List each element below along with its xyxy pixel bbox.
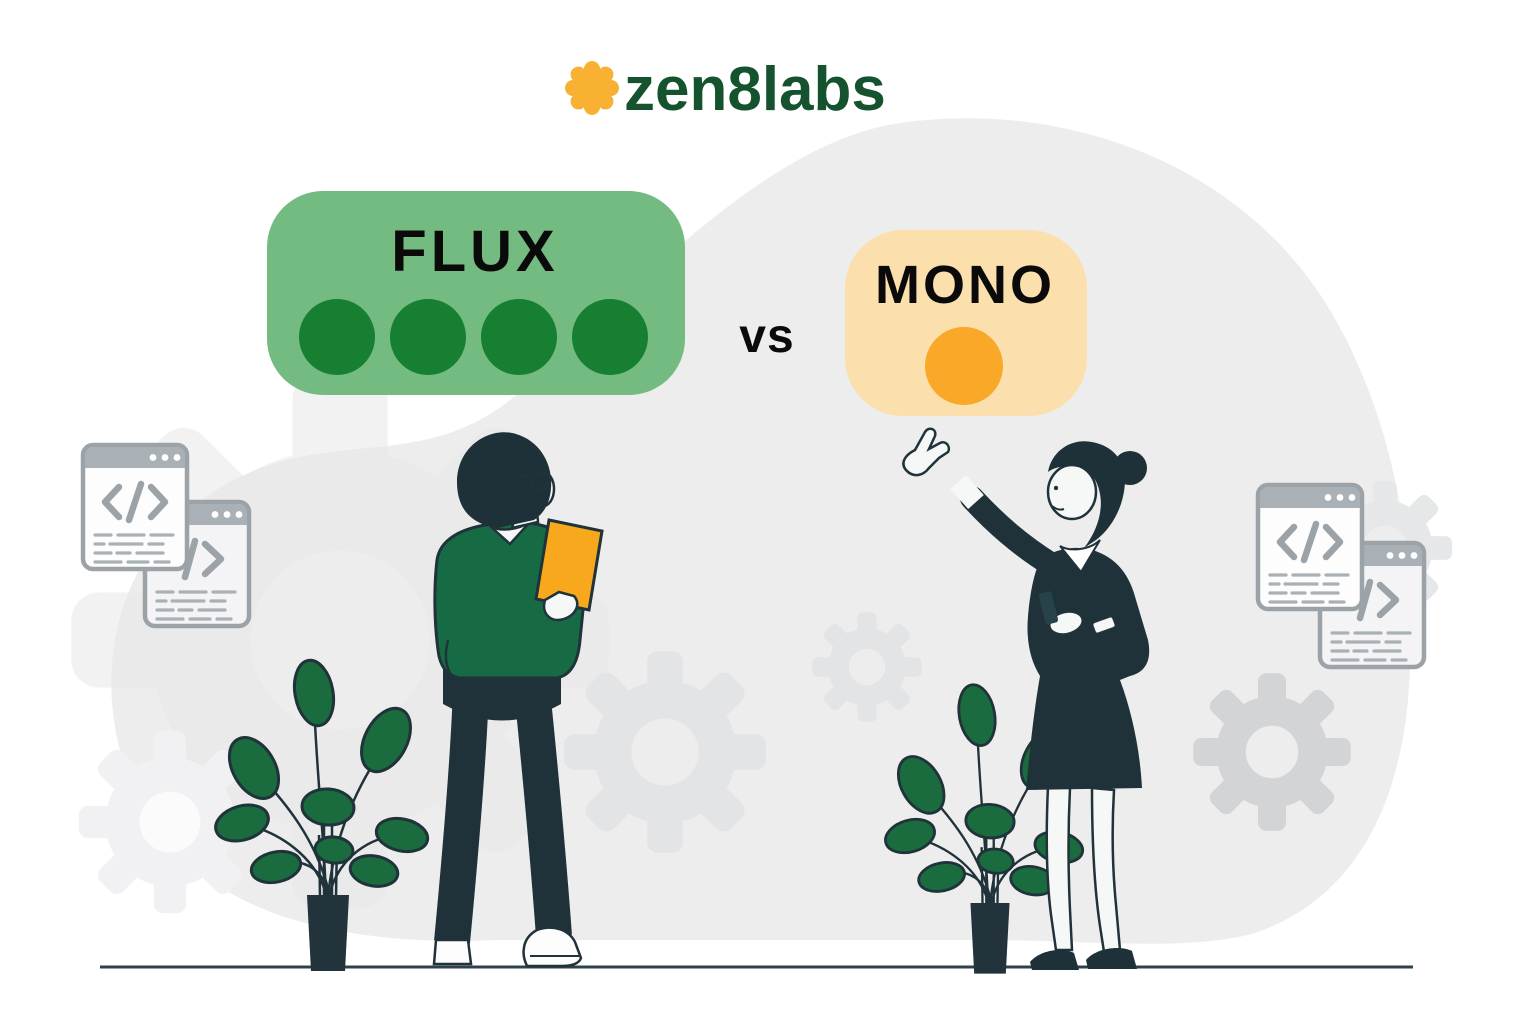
flux-box: FLUX: [267, 191, 685, 395]
code-window-icon: [1258, 485, 1362, 609]
flux-label: FLUX: [391, 219, 558, 284]
gear-icon: [78, 730, 262, 914]
flux-dot: [390, 299, 466, 375]
flux-dot: [481, 299, 557, 375]
code-window-icon: [83, 445, 187, 569]
flux-dot: [299, 299, 375, 375]
asterisk-icon: [565, 61, 619, 115]
brand-name: zen8labs: [624, 55, 886, 124]
flux-dot: [572, 299, 648, 375]
mono-box-bg: [845, 230, 1087, 416]
person-holding-tablet: [432, 432, 604, 968]
mono-box: MONO: [845, 230, 1087, 416]
person-pointing: [902, 427, 1150, 970]
tablet: [534, 518, 604, 612]
gear-icon: [564, 651, 766, 853]
brand-logo: zen8labs: [565, 55, 886, 124]
mono-label: MONO: [875, 255, 1055, 315]
gear-icon: [1193, 673, 1351, 831]
mono-dot: [925, 327, 1003, 405]
vs-label: vs: [739, 310, 794, 363]
gear-icon: [812, 612, 922, 722]
